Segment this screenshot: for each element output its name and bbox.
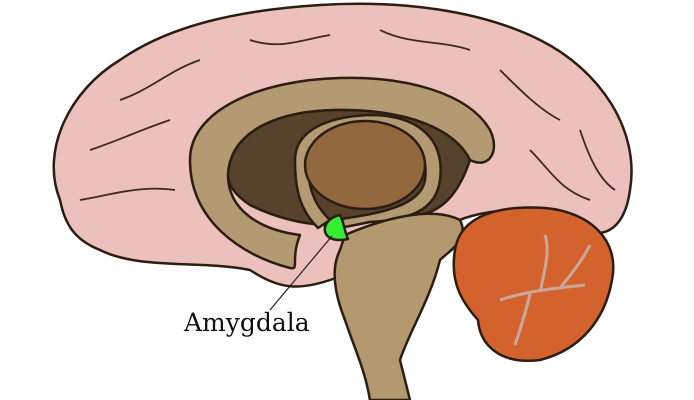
fornix (293, 113, 442, 230)
amygdala-label: Amygdala (184, 308, 310, 337)
sulcus-lines (79, 29, 616, 201)
brainstem (333, 212, 464, 400)
amygdala (323, 213, 350, 242)
pointer-line (269, 235, 333, 311)
arbor-vitae (499, 234, 592, 346)
thalamus (303, 119, 427, 211)
cerebellum (452, 206, 615, 363)
